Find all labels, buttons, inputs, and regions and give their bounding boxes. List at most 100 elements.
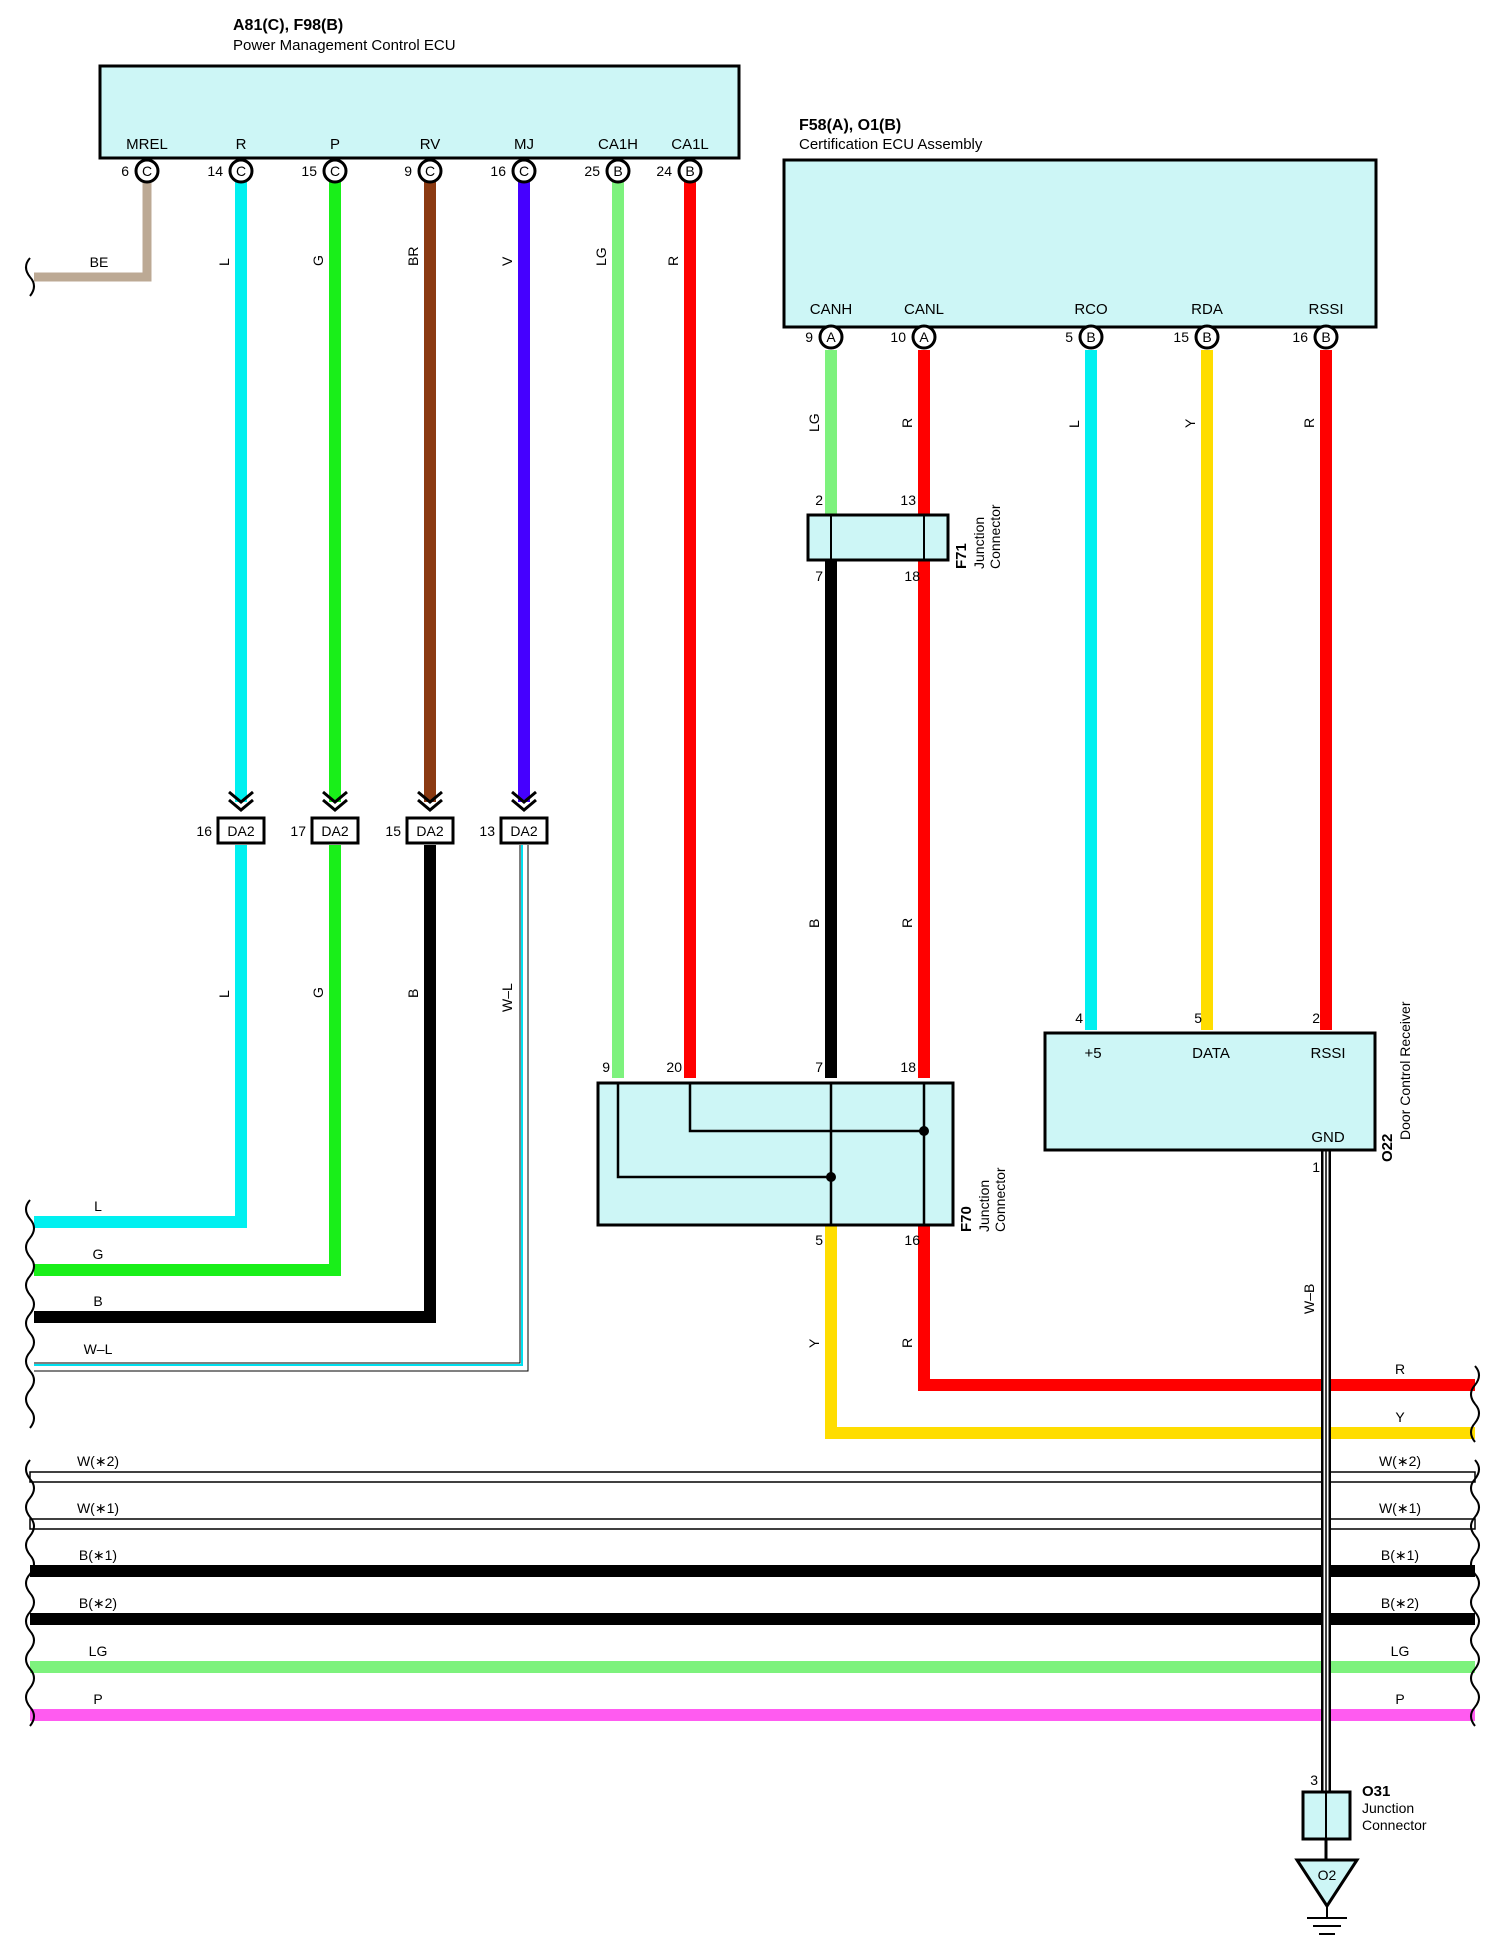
o22-pin-num: 2 bbox=[1312, 1010, 1320, 1026]
da2-label: DA2 bbox=[416, 823, 443, 839]
bottom-bus-label-left: W(∗2) bbox=[77, 1453, 119, 1469]
chevron-down-icon bbox=[228, 790, 254, 812]
f71-connector: 2 13 7 18 F71 Junction Connector bbox=[806, 492, 1003, 584]
left-bus-label: L bbox=[94, 1198, 102, 1214]
break-mark bbox=[25, 1199, 35, 1429]
da2-pin: 13 bbox=[479, 823, 495, 839]
bottom-bus-label-right: P bbox=[1395, 1691, 1404, 1707]
da2-box bbox=[405, 816, 455, 845]
f70-name-1: Junction bbox=[976, 1180, 992, 1232]
right-break-marks bbox=[1470, 1365, 1480, 1727]
da2-box bbox=[499, 816, 549, 845]
pin-letter: C bbox=[142, 163, 152, 179]
pin-letter: B bbox=[1086, 329, 1095, 345]
pin-terminal bbox=[511, 158, 537, 184]
wire-label: R bbox=[899, 1338, 915, 1348]
o22-code: O22 bbox=[1379, 1134, 1396, 1162]
cert-terminals: A 9 A 10 B 5 B 15 B 16 bbox=[805, 324, 1339, 350]
wire-label: Y bbox=[806, 1338, 822, 1348]
pm-ecu-box bbox=[98, 64, 741, 160]
o22-pin-name: RSSI bbox=[1310, 1045, 1345, 1062]
pin-letter: A bbox=[919, 329, 929, 345]
f70-pin: 9 bbox=[602, 1059, 610, 1075]
wire-b-lower bbox=[34, 845, 436, 1323]
wire-y-out bbox=[825, 1225, 1475, 1439]
pin-letter: B bbox=[613, 163, 622, 179]
f70-pin: 18 bbox=[900, 1059, 916, 1075]
f70-connector: 9 20 7 18 5 16 F70 Junction Connector bbox=[596, 1059, 1008, 1248]
f70-code: F70 bbox=[958, 1206, 975, 1232]
da2-label: DA2 bbox=[510, 823, 537, 839]
pm-pin-name: CA1H bbox=[598, 136, 638, 153]
horizontal-wire-labels: BE L G B W–L R Y W(∗2) W(∗1) B(∗1) B(∗2)… bbox=[77, 254, 1421, 1707]
left-bus-label: G bbox=[93, 1246, 104, 1262]
wire-label: R bbox=[899, 918, 915, 928]
f70-box bbox=[596, 1081, 955, 1227]
f70-link bbox=[688, 1083, 924, 1133]
right-bus-label: Y bbox=[1395, 1409, 1405, 1425]
pm-ecu: A81(C), F98(B) Power Management Control … bbox=[98, 17, 741, 184]
ground-label: O2 bbox=[1318, 1867, 1337, 1883]
pin-number: 24 bbox=[656, 163, 672, 179]
bottom-bus bbox=[29, 1471, 1476, 1721]
pin-letter: C bbox=[519, 163, 529, 179]
wire-label: L bbox=[216, 990, 232, 998]
o22-pin-num: 5 bbox=[1194, 1010, 1202, 1026]
wire-label: L bbox=[1066, 420, 1082, 428]
bottom-bus-label-left: LG bbox=[89, 1643, 108, 1659]
f71-label: F71 Junction Connector bbox=[953, 504, 1003, 569]
f70-pin: 20 bbox=[666, 1059, 682, 1075]
wire-wl-outline bbox=[34, 845, 529, 1372]
o22-pin-name: +5 bbox=[1084, 1045, 1101, 1062]
da2-pin: 15 bbox=[385, 823, 401, 839]
f70-internal bbox=[616, 1083, 926, 1225]
da2-label: DA2 bbox=[227, 823, 254, 839]
pin-number: 16 bbox=[1292, 329, 1308, 345]
wire-label: BR bbox=[405, 247, 421, 266]
o22-gnd-name: GND bbox=[1311, 1129, 1345, 1146]
f70-pin: 7 bbox=[815, 1059, 823, 1075]
break-mark bbox=[25, 257, 35, 297]
o22-pin-name: DATA bbox=[1192, 1045, 1230, 1062]
pin-terminal bbox=[677, 158, 703, 184]
pin-letter: B bbox=[1321, 329, 1330, 345]
wire-be bbox=[34, 180, 152, 282]
bottom-bus-label-left: P bbox=[93, 1691, 102, 1707]
f71-name-1: Junction bbox=[971, 517, 987, 569]
pin-terminal bbox=[1078, 324, 1104, 350]
splice-dot bbox=[919, 1126, 929, 1136]
bottom-bus-label-left: B(∗1) bbox=[79, 1547, 117, 1563]
pin-letter: A bbox=[826, 329, 836, 345]
cert-ecu-name: Certification ECU Assembly bbox=[799, 136, 983, 153]
pin-terminal bbox=[134, 158, 160, 184]
da2-box bbox=[216, 816, 266, 845]
pin-letter: C bbox=[330, 163, 340, 179]
pin-number: 25 bbox=[584, 163, 600, 179]
wire-wl-fill bbox=[34, 845, 528, 1371]
o22-gnd-num: 1 bbox=[1312, 1159, 1320, 1175]
f71-pin: 18 bbox=[904, 568, 920, 584]
bottom-bus-label-right: B(∗1) bbox=[1381, 1547, 1419, 1563]
f71-pin: 7 bbox=[815, 568, 823, 584]
da2-pin: 16 bbox=[196, 823, 212, 839]
o22-box bbox=[1043, 1031, 1377, 1152]
chevron-down-icon bbox=[322, 790, 348, 812]
wire-label: W–L bbox=[499, 983, 515, 1012]
f71-name-2: Connector bbox=[987, 504, 1003, 569]
f71-code: F71 bbox=[953, 543, 970, 569]
f70-pin: 5 bbox=[815, 1232, 823, 1248]
wire-wl-tracer bbox=[34, 845, 523, 1366]
pin-letter: C bbox=[236, 163, 246, 179]
f71-box bbox=[806, 513, 950, 562]
f70-pin: 16 bbox=[904, 1232, 920, 1248]
cert-pin-name: RDA bbox=[1191, 301, 1223, 318]
bottom-bus-label-right: B(∗2) bbox=[1381, 1595, 1419, 1611]
o31-name-1: Junction bbox=[1362, 1800, 1414, 1816]
pin-number: 15 bbox=[1173, 329, 1189, 345]
wire-label: LG bbox=[593, 247, 609, 266]
da2-label: DA2 bbox=[321, 823, 348, 839]
f71-pin: 13 bbox=[900, 492, 916, 508]
ground-symbol: O2 bbox=[1294, 1858, 1360, 1935]
pm-pin-name: RV bbox=[420, 136, 441, 153]
wire-label: BE bbox=[90, 254, 109, 270]
